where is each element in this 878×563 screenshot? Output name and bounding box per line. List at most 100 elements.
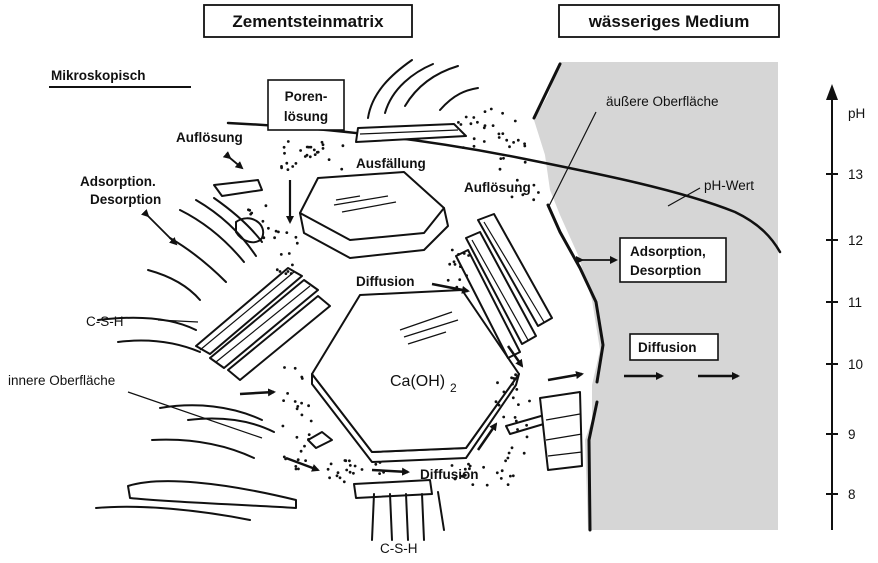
pore-solution-dot (314, 153, 317, 156)
pore-solution-dot (299, 149, 302, 152)
pore-solution-dot (328, 158, 331, 161)
pore-solution-dot (280, 166, 283, 169)
pore-solution-dot (499, 157, 502, 160)
pore-solution-dot (296, 405, 299, 408)
ph-axis-label: pH (848, 106, 865, 121)
pore-solution-dot (473, 145, 476, 148)
pore-solution-dot (378, 472, 381, 475)
pore-solution-dot (285, 272, 288, 275)
pore-solution-dot (339, 476, 342, 479)
calcium-hydroxide-subscript: 2 (450, 381, 457, 395)
pore-solution-dot (514, 416, 517, 419)
pore-solution-dot (476, 121, 479, 124)
pore-solution-dot (533, 184, 536, 187)
pore-solution-dot (453, 260, 456, 263)
diffusion-label-right: Diffusion (638, 340, 697, 355)
pore-solution-dot (501, 112, 504, 115)
pore-solution-dot (328, 476, 331, 479)
pore-solution-dot (498, 136, 501, 139)
pore-solution-dot (505, 139, 508, 142)
dissolution-label-mid: Auflösung (464, 180, 531, 195)
pore-solution-dot (301, 377, 304, 380)
pore-solution-dot (321, 141, 324, 144)
pore-solution-dot (327, 468, 330, 471)
pore-solution-dot (297, 468, 300, 471)
inner-surface-leader (128, 392, 262, 438)
pore-solution-dot (512, 141, 515, 144)
adsorption-label-right-1: Adsorption, (630, 244, 706, 259)
pore-solution-dot (532, 198, 535, 201)
pore-solution-dot (288, 252, 291, 255)
pore-solution-dot (524, 161, 527, 164)
pore-solution-dot (308, 146, 311, 149)
pore-solution-dot (504, 459, 507, 462)
pore-solution-dot (276, 268, 279, 271)
pore-solution-dot (282, 399, 285, 402)
pore-solution-dot (313, 149, 316, 152)
pore-solution-dot (507, 483, 510, 486)
pore-solution-dot (511, 446, 514, 449)
pore-solution-dot (262, 220, 265, 223)
pore-solution-dot (512, 396, 515, 399)
ph-tick-label: 9 (848, 427, 856, 442)
pore-solution-dot (296, 242, 299, 245)
pore-solution-dot (303, 445, 306, 448)
csh-striped-flakes-left (196, 268, 330, 380)
pore-solution-dot (295, 468, 298, 471)
pore-solution-dot (307, 404, 310, 407)
pore-solution-dot (275, 230, 278, 233)
pore-solution-dot (290, 272, 293, 275)
pore-solution-dot (511, 383, 514, 386)
pore-solution-dot (294, 400, 297, 403)
pore-solution-dot (503, 391, 506, 394)
pore-solution-dot (344, 459, 347, 462)
pore-solution-dot (322, 143, 325, 146)
csh-bottom-group (354, 480, 444, 540)
pore-solution-dot (300, 450, 303, 453)
pore-solution-dot (322, 147, 325, 150)
pore-solution-dot (294, 367, 297, 370)
pore-solution-dot (512, 377, 515, 380)
pore-solution-dot (374, 463, 377, 466)
csh-top-group (356, 60, 478, 142)
matrix-header: Zementsteinmatrix (232, 12, 384, 31)
pore-solution-dot (498, 133, 501, 136)
pore-solution-dot (509, 475, 512, 478)
pore-solution-dot (282, 425, 285, 428)
pore-solution-dot (273, 236, 276, 239)
pore-solution-dot (294, 465, 297, 468)
pore-solution-dot (249, 213, 252, 216)
pore-solution-dot (267, 227, 270, 230)
pore-solution-dot (337, 471, 340, 474)
pore-solution-dot (523, 452, 526, 455)
pore-solution-dot (343, 480, 346, 483)
pore-solution-dot (502, 416, 505, 419)
diffusion-arrow-lower-left (286, 458, 318, 470)
pore-solution-dot (517, 139, 520, 142)
pore-solution-dot (537, 191, 540, 194)
pore-solution-dot (508, 145, 511, 148)
diffusion-label-bottom: Diffusion (420, 467, 479, 482)
dissolution-arrow-left (230, 158, 242, 168)
csh-label-left: C-S-H (86, 314, 124, 329)
pore-solution-dot (498, 404, 501, 407)
pore-solution-dot (525, 424, 528, 427)
pore-solution-dot (470, 122, 473, 125)
pore-solution-dot (473, 137, 476, 140)
pore-solution-dot (508, 452, 511, 455)
pore-solution-dot (451, 249, 454, 252)
dissolution-label-left: Auflösung (176, 130, 243, 145)
pore-solution-dot (526, 436, 529, 439)
pore-solution-dot (307, 438, 310, 441)
pore-solution-dot (283, 146, 286, 149)
pore-solution-dot (283, 152, 286, 155)
pore-solution-dot (447, 279, 450, 282)
pore-solution-dot (304, 155, 307, 158)
pore-solution-dot (295, 236, 298, 239)
pore-solution-dot (523, 142, 526, 145)
pore-solution-dot (502, 157, 505, 160)
diffusion-arrow-bottom (372, 470, 408, 472)
adsorption-label-right-2: Desorption (630, 263, 701, 278)
